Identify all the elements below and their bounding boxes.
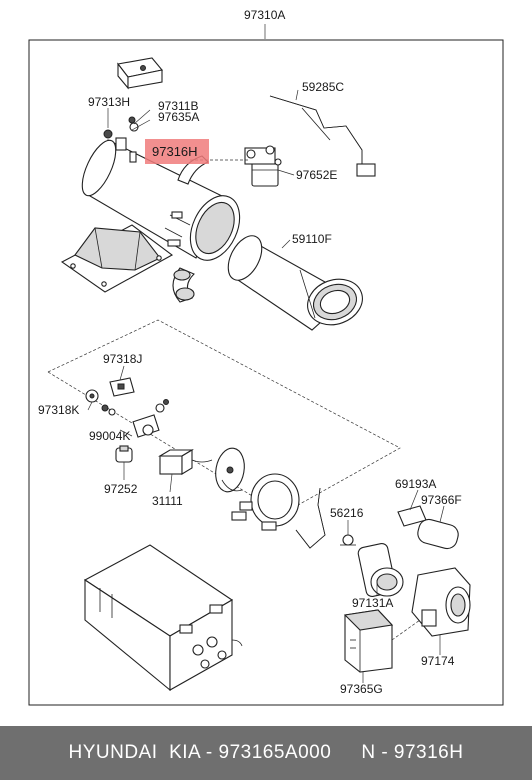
label-97318K: 97318K [38,403,79,417]
label-69193A: 69193A [395,477,436,491]
label-97635A: 97635A [158,110,199,124]
label-97365G: 97365G [340,682,383,696]
assembly-frame [28,39,504,706]
heater-casing [83,544,243,692]
parts-diagram: 97310A [28,8,504,706]
footer-brand-part-number: HYUNDAI KIA - 973165A000 [68,742,332,763]
label-97318J: 97318J [103,352,142,366]
label-31111: 31111 [152,494,183,508]
label-59285C: 59285C [302,80,344,94]
fuel-line [269,95,376,177]
label-97366F: 97366F [421,493,462,507]
label-97652E: 97652E [296,168,337,182]
highlight-97316H [145,139,209,164]
label-97313H: 97313H [88,95,130,109]
label-97174: 97174 [421,654,455,668]
footer-catalog-number: N - 97316H [361,742,464,763]
label-56216: 56216 [330,506,364,520]
label-97252: 97252 [104,482,138,496]
label-97316H: 97316H [152,144,198,159]
label-97131A: 97131A [352,596,393,610]
exhaust-muffler [227,235,363,331]
lower-leaders [87,365,445,683]
part-number-footer: HYUNDAI KIA - 973165A000 N - 97316H [0,726,532,780]
label-59110F: 59110F [292,232,332,246]
label-99004K: 99004K [89,429,130,443]
label-97311B: 97311B [158,99,198,113]
fuel-pump [244,145,282,187]
burner-components [85,377,326,549]
heater-body [60,57,241,303]
assembly-label: 97310A [244,8,285,22]
air-intake-components [340,505,471,673]
